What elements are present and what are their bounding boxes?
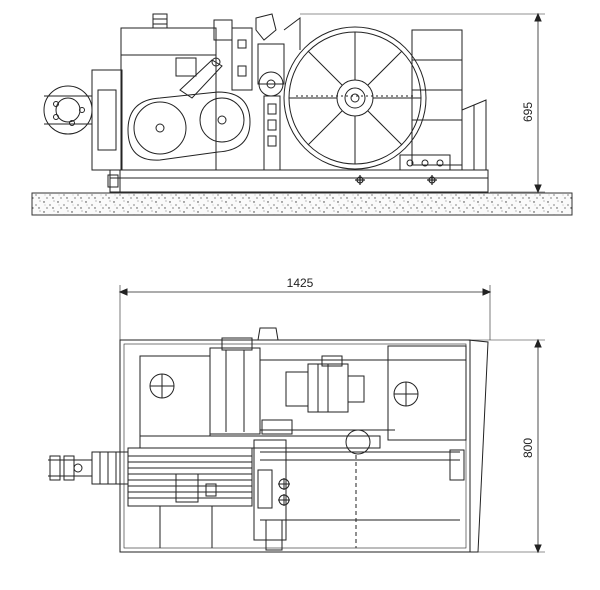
width-dimension	[118, 285, 492, 340]
mounting-marks	[355, 175, 437, 185]
ground-slab	[31, 192, 573, 216]
side-view	[31, 12, 573, 216]
base-frame	[109, 169, 489, 193]
width-dimension-label: 1425	[287, 276, 314, 290]
height-dimension-label: 695	[521, 102, 535, 122]
base-frame-outline	[119, 339, 471, 553]
brake-assembly	[213, 13, 301, 171]
drum-plan	[387, 345, 467, 441]
gearbox-plan	[139, 355, 211, 437]
depth-dimension	[470, 338, 545, 554]
motor-housing	[399, 29, 463, 171]
motor-plan	[285, 355, 365, 413]
gearbox-housing	[120, 27, 217, 171]
height-dimension	[300, 12, 545, 194]
brake-plan	[253, 419, 293, 551]
belt-drive	[127, 57, 251, 161]
top-view	[48, 285, 545, 554]
finned-gearbox	[127, 447, 253, 507]
depth-dimension-label: 800	[521, 438, 535, 458]
cable-drum	[283, 26, 427, 170]
fairlead	[43, 69, 123, 171]
rope-coupling	[48, 451, 129, 485]
